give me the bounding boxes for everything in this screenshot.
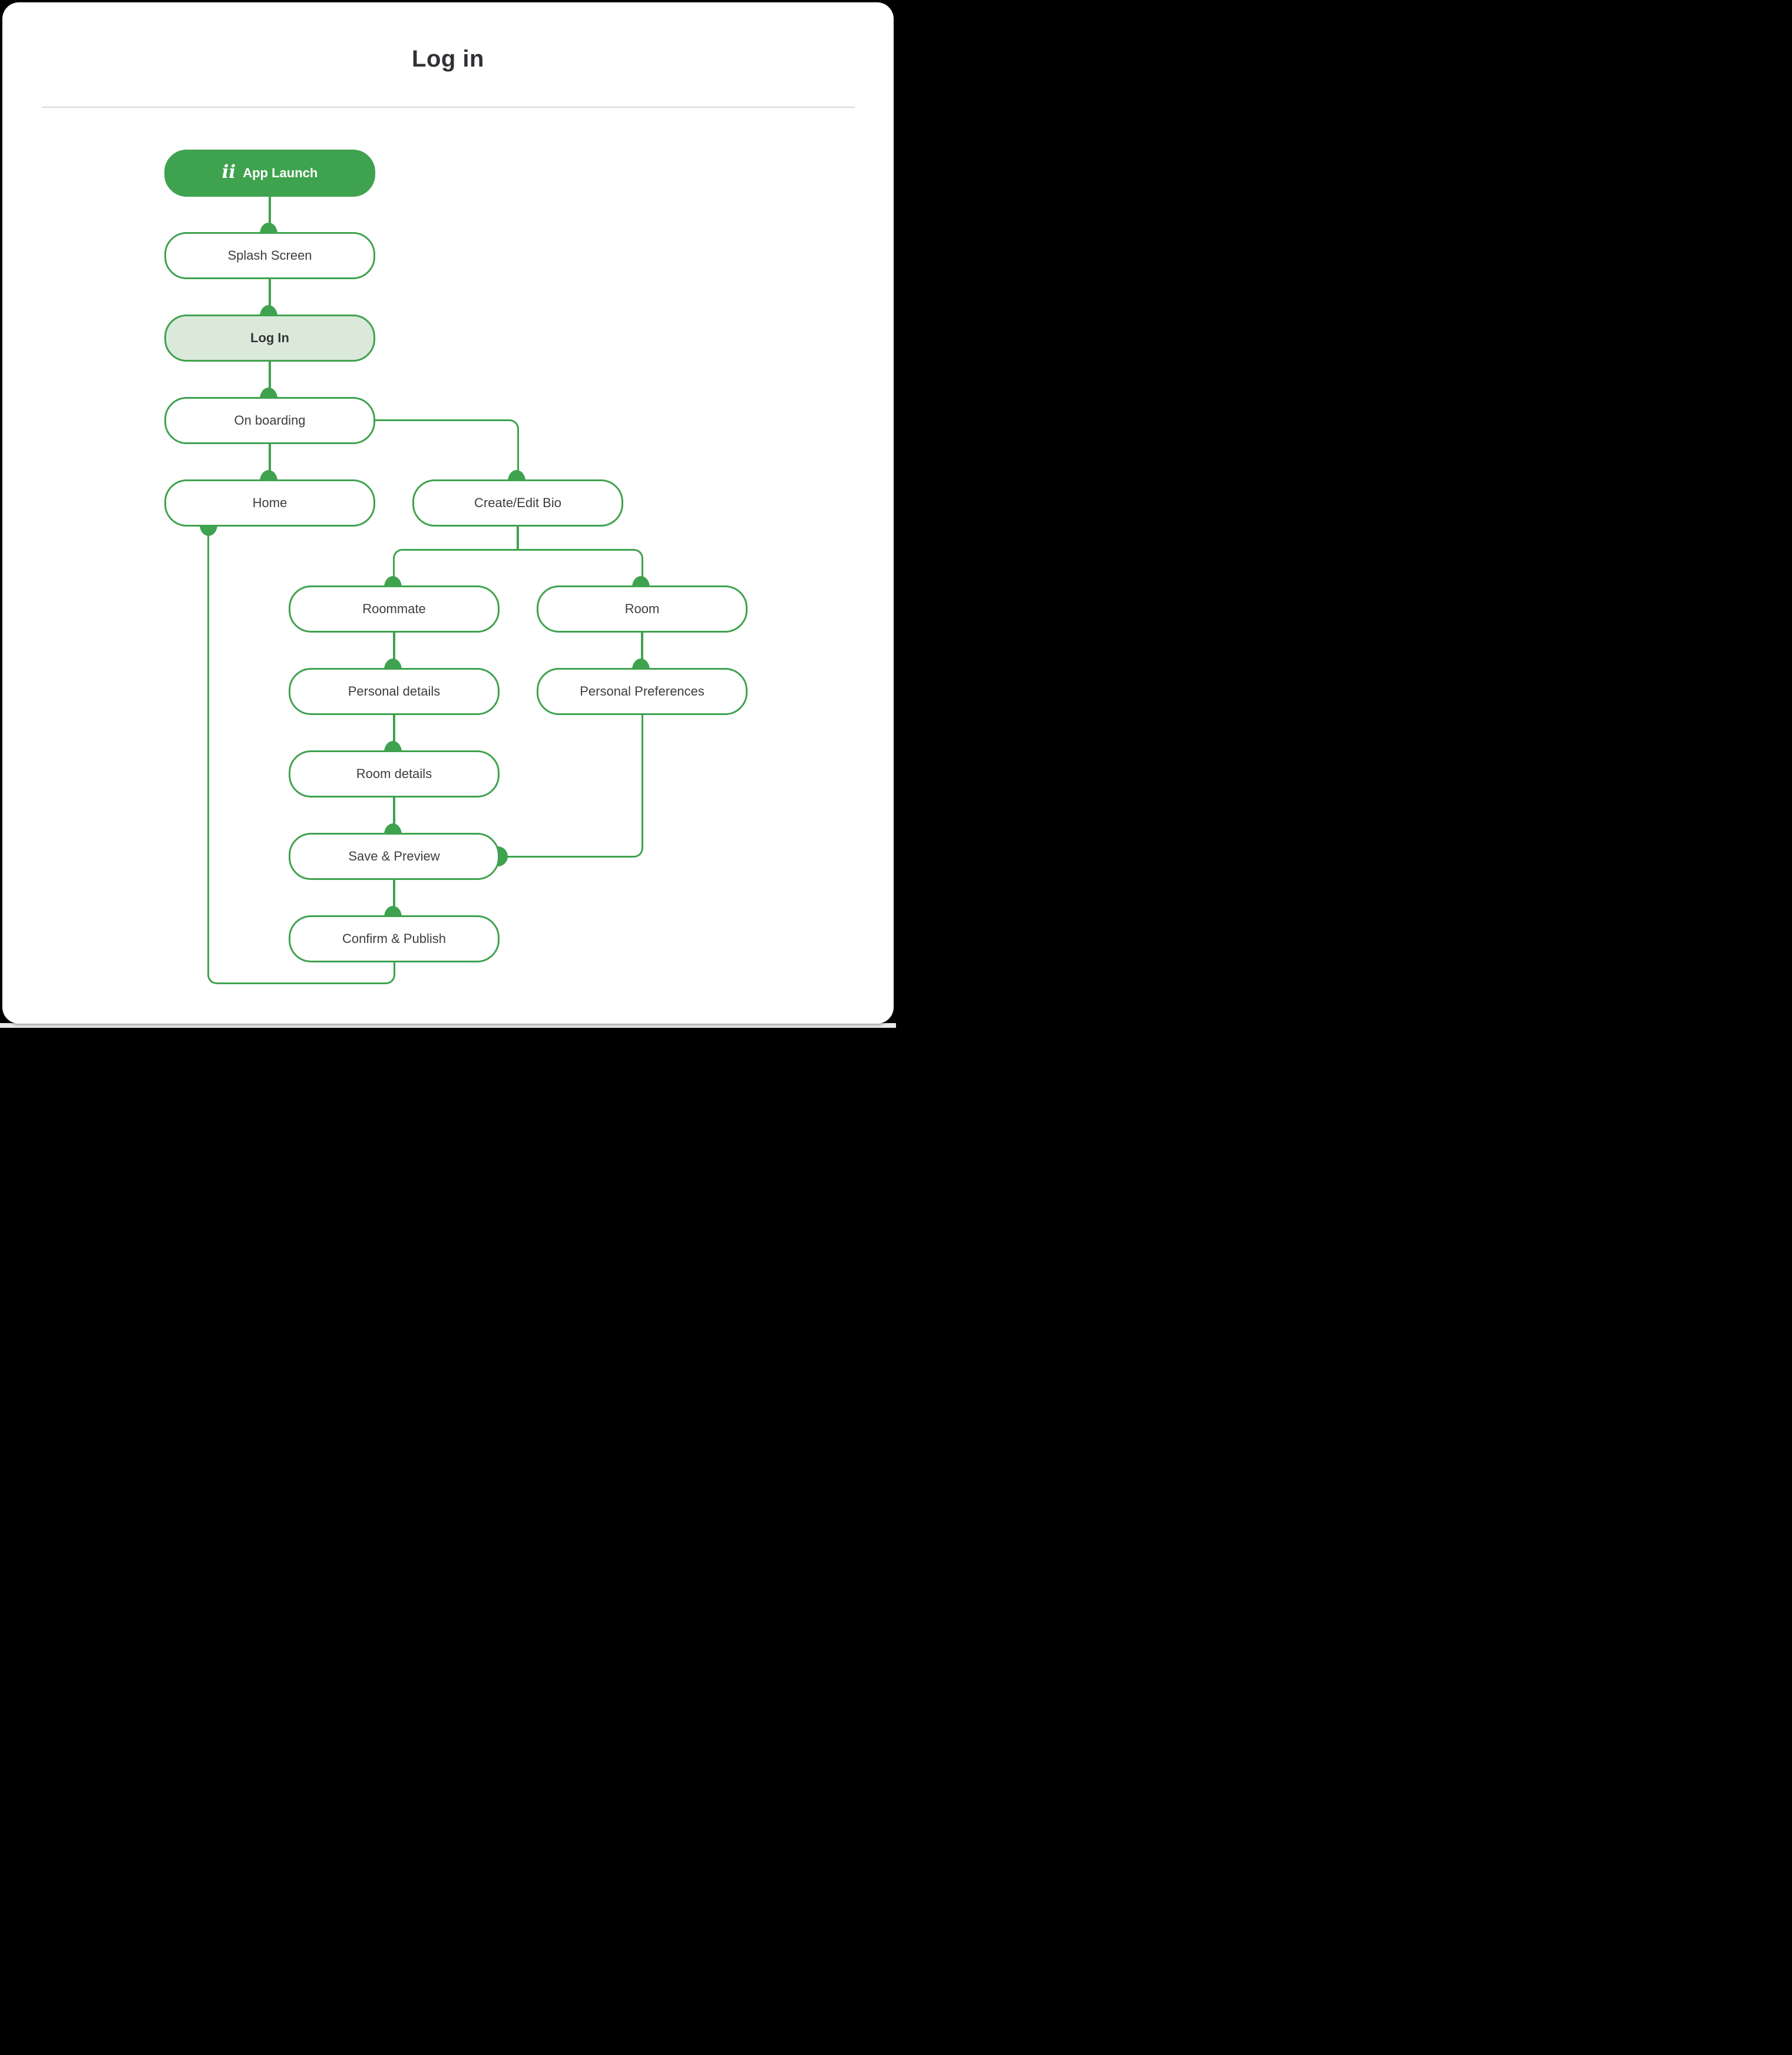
node-label: Confirm & Publish (342, 931, 447, 946)
node-on-boarding[interactable]: On boarding (164, 397, 375, 444)
connector-dot (200, 525, 217, 536)
ii-people-logo-icon: ii (221, 161, 236, 183)
connector-dot (384, 823, 402, 835)
edge-confirm-publish-home-return-b (266, 962, 395, 984)
node-room[interactable]: Room (537, 585, 748, 633)
node-label: Log In (250, 330, 289, 345)
flow-card: Log in ii (2, 2, 894, 1024)
connector-dot (508, 470, 525, 481)
node-room-details[interactable]: Room details (289, 750, 500, 797)
node-label: Roommate (362, 601, 426, 616)
node-label: Room (624, 601, 660, 616)
page-bottom-strip (0, 1023, 896, 1028)
edge-create-edit-bio-stem (517, 527, 519, 551)
node-label: App Launch (243, 166, 318, 180)
edge-log-in-on-boarding (269, 362, 271, 397)
connector-dot (384, 906, 402, 917)
node-app-launch[interactable]: ii App Launch (164, 150, 375, 197)
connector-dot (260, 470, 277, 481)
node-splash-screen[interactable]: Splash Screen (164, 232, 375, 279)
connector-dot (384, 658, 402, 670)
edge-room-personal-preferences (641, 633, 643, 668)
node-label: Personal details (348, 684, 441, 699)
node-home[interactable]: Home (164, 479, 375, 527)
node-label: Personal Preferences (580, 684, 705, 699)
edge-personal-preferences-save-preview (500, 715, 643, 858)
node-roommate[interactable]: Roommate (289, 585, 500, 633)
node-label: Splash Screen (227, 248, 312, 263)
page-title: Log in (412, 46, 484, 72)
edge-roommate-personal-details (393, 633, 395, 668)
connector-dot (632, 658, 650, 670)
node-label: Home (252, 495, 287, 510)
user-flow-diagram: ii App Launch Splash Screen Log In On bo… (2, 2, 894, 1024)
node-label: Room details (356, 766, 432, 781)
node-label: Save & Preview (348, 849, 440, 863)
connector-dot (632, 576, 650, 587)
title-divider (42, 107, 855, 108)
node-label: On boarding (234, 413, 306, 428)
edge-create-edit-bio-split (393, 549, 643, 585)
node-confirm-publish[interactable]: Confirm & Publish (289, 915, 500, 962)
connector-dot (260, 305, 277, 316)
connector-dot (384, 741, 402, 752)
edge-splash-screen-log-in (269, 279, 271, 315)
connector-dot (260, 388, 277, 399)
node-create-edit-bio[interactable]: Create/Edit Bio (412, 479, 623, 527)
edge-on-boarding-create-edit-bio (375, 419, 519, 479)
edge-room-details-save-preview (393, 797, 395, 833)
edge-save-preview-confirm-publish (393, 880, 395, 915)
connector-dot (384, 576, 402, 587)
connector-dot (260, 223, 277, 234)
node-label: Create/Edit Bio (474, 495, 561, 510)
node-personal-preferences[interactable]: Personal Preferences (537, 668, 748, 715)
edge-confirm-publish-home-return-a (207, 527, 266, 984)
edge-app-launch-splash-screen (269, 197, 271, 232)
edge-personal-details-room-details (393, 715, 395, 750)
connector-dot (498, 846, 508, 866)
node-log-in[interactable]: Log In (164, 315, 375, 362)
edge-on-boarding-home (269, 444, 271, 479)
node-save-preview[interactable]: Save & Preview (289, 833, 500, 880)
node-personal-details[interactable]: Personal details (289, 668, 500, 715)
